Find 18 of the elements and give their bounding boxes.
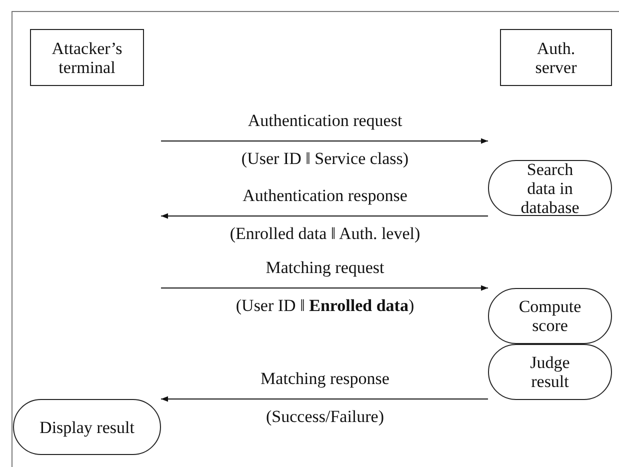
process-box: Compute score	[488, 288, 612, 344]
process-box: Search data in database	[488, 160, 612, 216]
message-parameters: (User ID ‖ Enrolled data)	[234, 296, 416, 316]
edge-label: Matching request	[264, 258, 386, 278]
message-parameters: (Enrolled data ‖ Auth. level)	[228, 224, 422, 244]
participant-box: Attacker’s terminal	[30, 29, 144, 86]
message-parameters: (Success/Failure)	[264, 407, 386, 427]
edge-label: Authentication request	[246, 111, 404, 131]
edge-label: Authentication response	[240, 186, 410, 206]
edge-label: Matching response	[258, 369, 392, 389]
process-box: Judge result	[488, 344, 612, 400]
message-parameters: (User ID ‖ Service class)	[239, 149, 411, 169]
process-box: Display result	[13, 399, 161, 455]
arrow	[160, 138, 488, 144]
participant-box: Auth. server	[500, 29, 612, 86]
arrow	[160, 285, 488, 291]
arrow	[160, 396, 488, 402]
arrow	[160, 213, 488, 219]
